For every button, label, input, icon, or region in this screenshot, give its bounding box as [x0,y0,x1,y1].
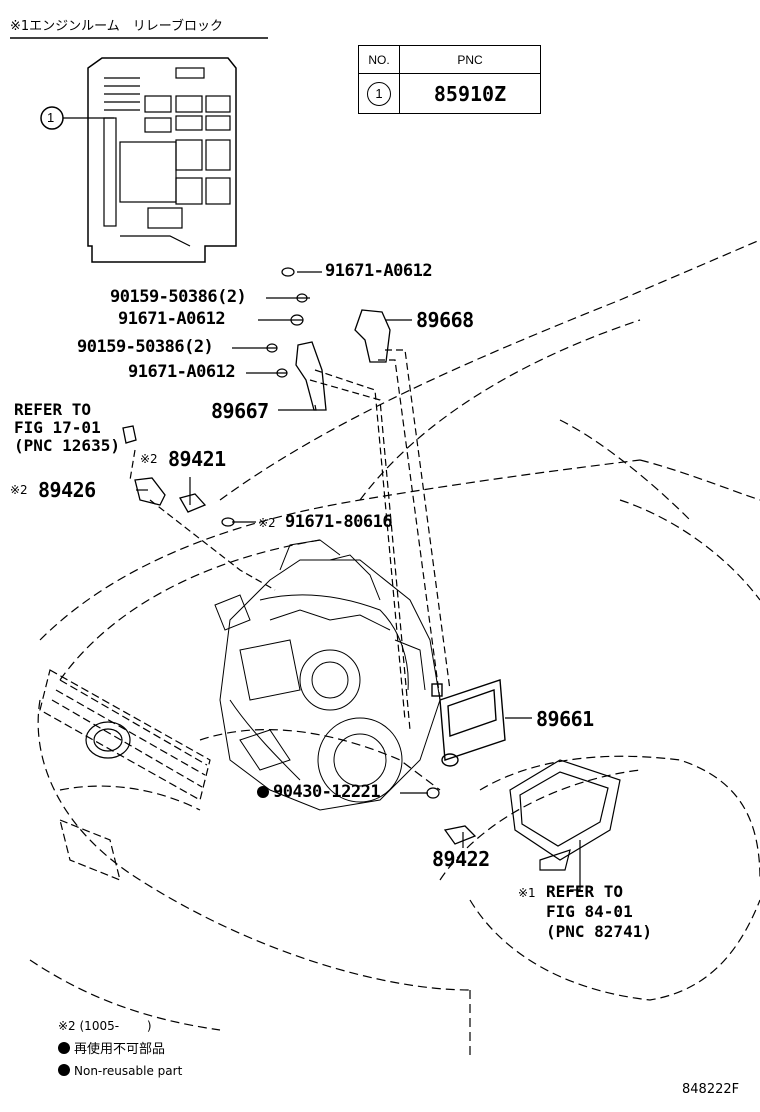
part-89667[interactable]: 89667 [211,399,269,423]
footnote-jp-text: 再使用不可部品 [74,1042,166,1057]
bolts [221,267,440,799]
part-89421[interactable]: 89421 [168,447,226,471]
pnc-header-no: NO. [358,45,400,74]
figure-code: 848222F [682,1082,740,1097]
non-reusable-dot-icon [257,786,269,798]
part-90430-12221: 90430-12221 [273,782,381,802]
relay-block-title: ※1エンジンルーム リレーブロック [10,20,223,33]
title-text: エンジンルーム リレーブロック [29,19,224,34]
refer-left-line2[interactable]: FIG 17-01 [14,418,101,437]
mark-2-c: ※2 [258,516,276,530]
ecu-drawing [431,679,506,767]
part-90159-50386-lower[interactable]: 90159-50386(2) [77,337,214,357]
part-89426[interactable]: 89426 [38,478,96,502]
mark-2-b: ※2 [10,483,28,497]
mark-2-a: ※2 [140,452,158,466]
part-91671-a0612-top[interactable]: 91671-A0612 [325,261,433,281]
refer-right-line3: (PNC 82741) [546,922,652,941]
refer-right-line1: REFER TO [546,882,624,901]
grille [39,669,211,881]
pnc-row-value: 85910Z [399,73,541,114]
mark-1: ※1 [518,886,536,900]
part-90430-12221-row[interactable]: 90430-12221 [257,782,381,802]
part-91671-a0612-low[interactable]: 91671-A0612 [128,362,236,382]
refer-left-line3: (PNC 12635) [14,436,120,455]
part-90159-50386-upper[interactable]: 90159-50386(2) [110,287,247,307]
relay-block-drawing [87,57,237,263]
footnote-range: ※2 (1005- ) [58,1019,152,1033]
title-mark: ※1 [10,19,30,34]
part-91671-80616[interactable]: 91671-80616 [285,512,393,532]
part-89422[interactable]: 89422 [432,847,490,871]
ecu-bracket-drawing [509,759,621,871]
part-91671-a0612-mid[interactable]: 91671-A0612 [118,309,226,329]
footnote-jp: 再使用不可部品 [58,1042,165,1056]
part-89661[interactable]: 89661 [536,707,594,731]
brackets [122,309,477,845]
callout-1: 1 [47,110,55,125]
footnote-en-text: Non-reusable part [74,1064,183,1078]
pnc-row-no-circle: 1 [367,81,391,106]
footnote-dot-icon-2 [58,1064,70,1076]
footnote-dot-icon-1 [58,1042,70,1054]
pnc-header-pnc: PNC [399,45,541,74]
engine-sketch [214,539,441,811]
pnc-table: NO. PNC 1 85910Z [358,45,541,114]
refer-left-line1: REFER TO [14,400,92,419]
part-89668[interactable]: 89668 [416,308,474,332]
footnote-en: Non-reusable part [58,1064,182,1077]
pnc-row-no: 1 [358,73,400,114]
vehicle-outline [29,239,760,1060]
wiring [129,349,451,731]
leaders [136,271,581,891]
refer-right-line2[interactable]: FIG 84-01 [546,902,633,921]
